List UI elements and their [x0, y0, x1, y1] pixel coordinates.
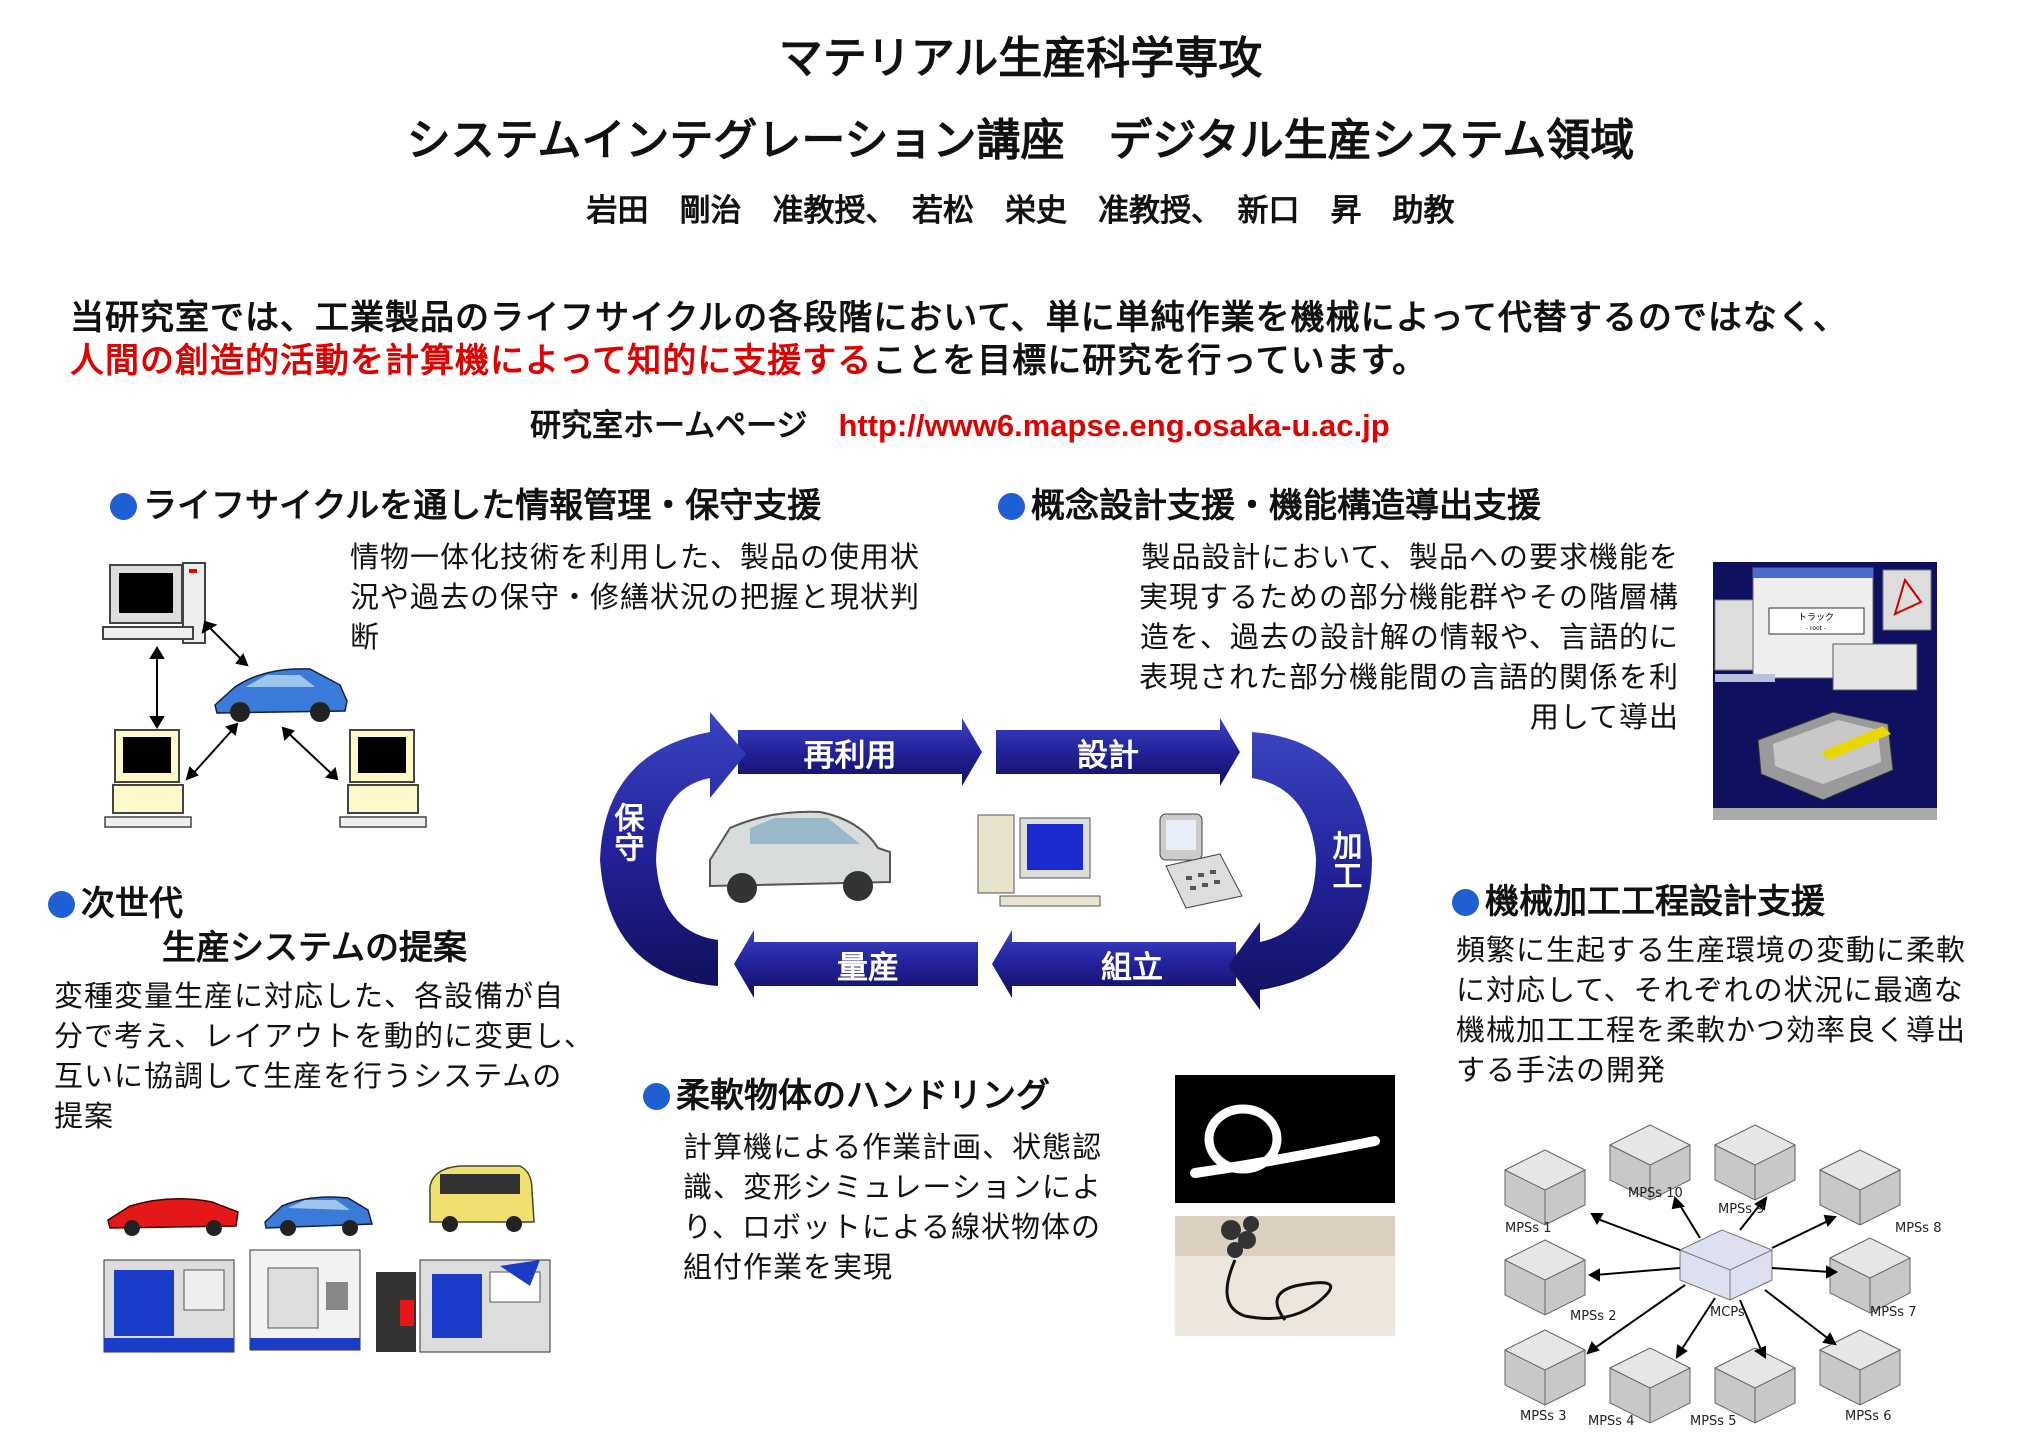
bullet-icon — [110, 493, 137, 520]
mass-arrow — [734, 930, 978, 998]
design-arrow — [996, 718, 1240, 786]
bullet-icon — [998, 493, 1025, 520]
process-curve-arrow — [1228, 732, 1372, 1010]
mps-network-diagram: MPSs 1 MPSs 2 MPSs 3 MPSs 4 MPSs 5 MPSs … — [1504, 1124, 1941, 1429]
bullet-icon — [48, 891, 75, 918]
computer-icon — [102, 562, 206, 644]
cycle-assembly-label: 組立 — [1101, 950, 1163, 986]
mps-label: MPSs 3 — [1520, 1409, 1566, 1424]
mps-block — [1714, 1347, 1796, 1424]
car-icon — [214, 668, 348, 722]
assembly-arrow — [992, 930, 1236, 998]
cycle-process-label: 加工 — [1327, 830, 1363, 890]
cad-part-icon — [1757, 711, 1894, 801]
mps-label: MPSs 2 — [1570, 1309, 1616, 1324]
section-lifecycle-desc: 情物一体化技術を利用した、製品の使用状 況や過去の保守・修繕状況の把握と現状判 … — [350, 540, 921, 654]
production-equipment-illustration — [103, 1165, 551, 1353]
network-illustration — [102, 562, 427, 828]
section-concept-title: 概念設計支援・機能構造導出支援 — [998, 478, 1541, 527]
screen-node-sub: - root - — [1806, 625, 1826, 632]
mps-block — [1504, 1329, 1586, 1406]
homepage-link[interactable]: http://www6.mapse.eng.osaka-u.ac.jp — [838, 408, 1390, 443]
rope-knot-photo — [1175, 1075, 1395, 1203]
mps-block — [1609, 1347, 1691, 1424]
intro-line1: 当研究室では、工業製品のライフサイクルの各段階において、単に単純作業を機械によっ… — [70, 298, 1848, 338]
mps-label: MPSs 5 — [1690, 1414, 1736, 1429]
cycle-maintain-label: 保守 — [609, 802, 645, 862]
mps-label: MPSs 7 — [1870, 1305, 1916, 1320]
bullet-icon — [643, 1083, 670, 1110]
machining-center-icon — [103, 1259, 235, 1353]
mps-label: MPSs 9 — [1718, 1202, 1764, 1217]
car-icon — [709, 810, 891, 903]
section-nextgen-title2: 生産システムの提案 — [162, 928, 467, 968]
mps-block — [1829, 1237, 1911, 1314]
mcps-center-block — [1679, 1229, 1773, 1301]
car-icon — [107, 1198, 239, 1236]
section-machining-title: 機械加工工程設計支援 — [1452, 874, 1825, 923]
computer-icon — [104, 729, 192, 828]
lifecycle-cycle-diagram: 再利用 設計 組立 量産 加工 保守 — [600, 712, 1372, 1010]
intro-rest: ことを目標に研究を行っています。 — [872, 341, 1428, 381]
mps-block — [1714, 1124, 1796, 1201]
mps-block — [1819, 1149, 1901, 1226]
section-machining-label: 機械加工工程設計支援 — [1485, 882, 1825, 922]
screen-node-label: トラック — [1798, 612, 1834, 623]
mps-label: MPSs 1 — [1505, 1221, 1551, 1236]
intro-highlight: 人間の創造的活動を計算機によって知的に支援する — [70, 341, 873, 381]
cycle-mass-label: 量産 — [837, 950, 899, 986]
homepage-line: 研究室ホームページ http://www6.mapse.eng.osaka-u.… — [530, 400, 1390, 445]
cycle-design-label: 設計 — [1077, 738, 1139, 774]
car-icon — [264, 1196, 373, 1236]
robot-handling-photo — [1175, 1216, 1395, 1336]
reuse-arrow — [738, 718, 982, 786]
intro-line2: 人間の創造的活動を計算機によって知的に支援することを目標に研究を行っています。 — [70, 333, 1427, 382]
section-concept-label: 概念設計支援・機能構造導出支援 — [1031, 486, 1541, 526]
machining-center-icon — [376, 1259, 551, 1353]
van-icon — [429, 1165, 535, 1232]
section-nextgen-label1: 次世代 — [81, 884, 183, 924]
mps-label: MPSs 10 — [1628, 1186, 1683, 1201]
section-flexible-label: 柔軟物体のハンドリング — [676, 1076, 1050, 1116]
maintain-curve-arrow — [600, 712, 746, 986]
homepage-label: 研究室ホームページ — [530, 408, 808, 444]
section-machining-desc: 頻繁に生起する生産環境の変動に柔軟 に対応して、それぞれの状況に最適な 機械加工… — [1456, 933, 1967, 1087]
cycle-reuse-label: 再利用 — [804, 738, 897, 774]
section-nextgen-title1: 次世代 — [48, 876, 183, 925]
section-flexible-title: 柔軟物体のハンドリング — [643, 1068, 1050, 1117]
machining-center-icon — [249, 1249, 361, 1351]
section-lifecycle-title: ライフサイクルを通した情報管理・保守支援 — [110, 478, 821, 527]
section-flexible-desc: 計算機による作業計画、状態認 識、変形シミュレーションによ り、ロボットによる線… — [683, 1130, 1103, 1284]
page-subtitle: システムインテグレーション講座 デジタル生産システム領域 — [406, 115, 1635, 166]
mcps-label: MCPs — [1710, 1305, 1745, 1320]
section-lifecycle-label: ライフサイクルを通した情報管理・保守支援 — [143, 486, 822, 526]
bullet-icon — [1452, 889, 1479, 916]
staff-line: 岩田 剛治 准教授、 若松 栄史 准教授、 新口 昇 助教 — [586, 193, 1455, 229]
design-software-screenshot: トラック - root - — [1713, 562, 1937, 820]
mps-block — [1504, 1149, 1586, 1226]
cellphone-icon — [1159, 813, 1243, 909]
section-concept-desc: 製品設計において、製品への要求機能を 実現するための部分機能群やその階層構 造を… — [1138, 540, 1679, 734]
desktop-computer-icon — [977, 814, 1101, 907]
mps-block — [1504, 1239, 1586, 1316]
page-title: マテリアル生産科学専攻 — [778, 33, 1263, 84]
mps-label: MPSs 4 — [1588, 1414, 1634, 1429]
computer-icon — [339, 729, 427, 828]
section-nextgen-desc: 変種変量生産に対応した、各設備が自 分で考え、レイアウトを動的に変更し、 互いに… — [54, 979, 595, 1133]
mps-label: MPSs 8 — [1895, 1221, 1941, 1236]
mps-label: MPSs 6 — [1845, 1409, 1891, 1424]
